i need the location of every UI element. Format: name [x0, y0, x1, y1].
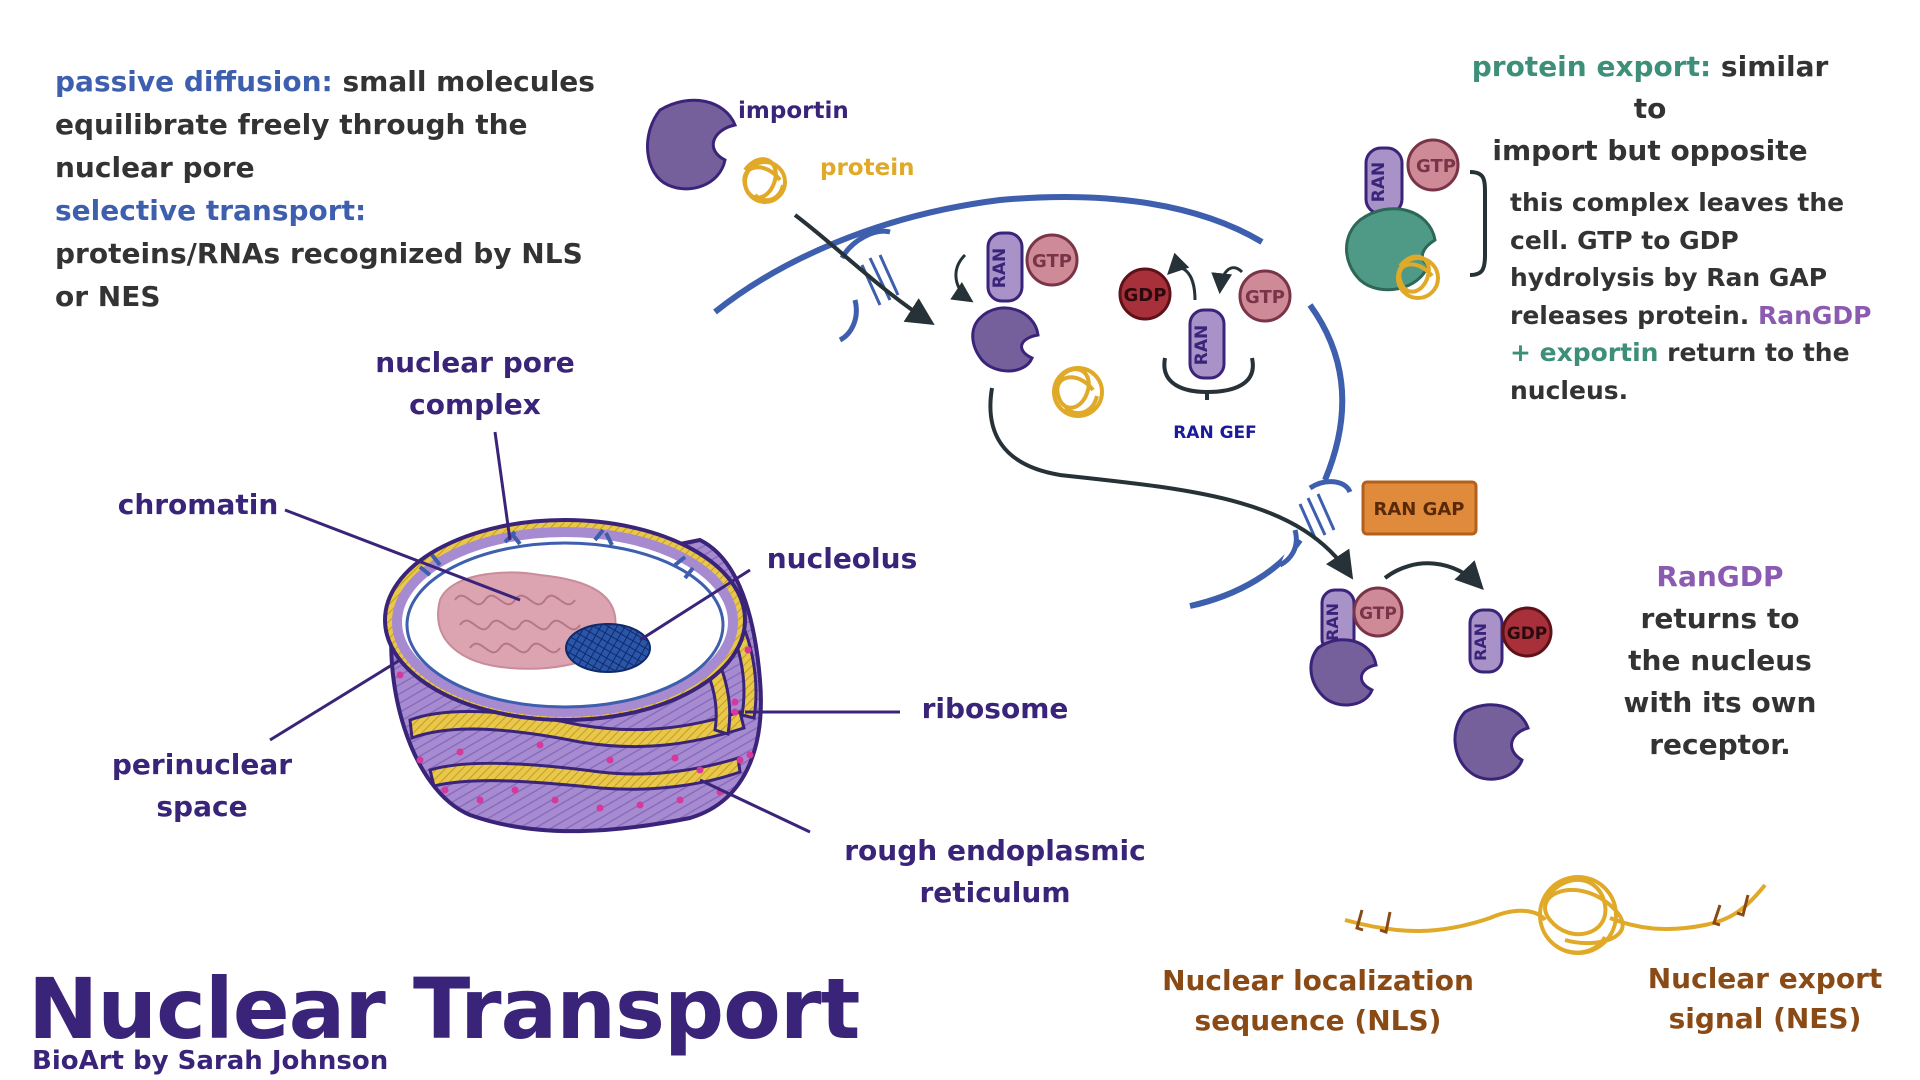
complex-line-1: this complex leaves the — [1510, 188, 1845, 217]
gtp-label-3: GTP — [1359, 604, 1397, 624]
nucleolus-body — [565, 623, 651, 673]
intro-text: passive diffusion: small molecules equil… — [55, 60, 595, 318]
chromatin-squiggles — [454, 594, 581, 654]
rangdp-line-1: RanGDP — [1656, 560, 1784, 593]
nuclear-pore-2 — [1278, 479, 1353, 568]
gdp-label-1: GDP — [1124, 285, 1167, 306]
hydrolysis-arrow — [1383, 560, 1484, 591]
rangdp-line-2: returns to — [1640, 602, 1800, 635]
ran-label-3: RAN — [1323, 603, 1342, 641]
rangdp-note: RanGDP returns to the nucleus with its o… — [1600, 556, 1840, 766]
credit-line: BioArt by Sarah Johnson — [32, 1046, 389, 1076]
label-ran-gap: RAN GAP — [1373, 499, 1464, 520]
nuclear-pores — [418, 528, 695, 580]
rangdp-line-3: the nucleus — [1628, 644, 1812, 677]
selective-text-2: or NES — [55, 280, 161, 313]
gdp-label-2: GDP — [1507, 624, 1548, 644]
signal-brackets — [1355, 894, 1750, 934]
cell-labels: nuclear pore complex chromatin nucleolus… — [112, 346, 1146, 909]
complex-note: this complex leaves the cell. GTP to GDP… — [1510, 184, 1872, 409]
complex-line-4a: releases protein. — [1510, 300, 1758, 330]
label-rough-er-2: reticulum — [919, 876, 1070, 909]
ran-gdp-free: RAN GDP — [1468, 606, 1553, 674]
ran-label-2: RAN — [1192, 325, 1212, 365]
import-arrow — [793, 213, 935, 326]
label-nucleolus: nucleolus — [767, 542, 918, 575]
nuclear-pore-1 — [838, 228, 900, 343]
ran-gap-box — [1361, 480, 1478, 536]
gdp-out-arrow — [1167, 252, 1197, 301]
signal-labels: Nuclear localization sequence (NLS) Nucl… — [1162, 962, 1882, 1037]
gtp-in-arrow — [1211, 266, 1244, 295]
selective-transport-label: selective transport: — [55, 194, 367, 227]
selective-text-1: proteins/RNAs recognized by NLS — [55, 237, 583, 270]
label-rough-er-1: rough endoplasmic — [844, 834, 1145, 867]
ran-label-5: RAN — [1369, 162, 1389, 202]
label-nuclear-pore-2: complex — [409, 388, 541, 421]
export-text-1: similar to — [1633, 50, 1829, 125]
importin-shape — [646, 98, 738, 191]
gtp-label-1: GTP — [1032, 251, 1072, 272]
nucleus-illustration — [383, 518, 763, 834]
export-arrow — [988, 387, 1354, 580]
complex-line-5a: + exportin — [1510, 338, 1659, 367]
ran-label-1: RAN — [990, 248, 1010, 288]
passive-text-2: equilibrate freely through the — [55, 108, 528, 141]
curl-arrow-1 — [950, 253, 974, 303]
passive-text-3: nuclear pore — [55, 151, 255, 184]
label-importin: importin — [738, 98, 849, 124]
complex-line-6: nucleus. — [1510, 375, 1629, 405]
ran-gef-exchange: GDP GTP RAN RAN GEF — [1118, 267, 1292, 443]
label-perinuclear-2: space — [156, 790, 247, 823]
label-chromatin: chromatin — [118, 488, 279, 521]
protein-signal-strand — [1344, 875, 1767, 955]
complex-line-3: hydrolysis by Ran GAP — [1510, 263, 1828, 292]
ran-label-4: RAN — [1471, 623, 1490, 661]
label-protein: protein — [820, 155, 914, 181]
export-note: protein export: similar to import but op… — [1460, 46, 1840, 172]
export-complex: RAN GTP — [1345, 138, 1487, 300]
label-nes-1: Nuclear export — [1648, 962, 1883, 995]
er-folds — [408, 602, 758, 791]
protein-tangle-1 — [742, 157, 787, 204]
complex-line-2: cell. GTP to GDP — [1510, 225, 1739, 255]
protein-export-label: protein export: — [1471, 50, 1712, 83]
page-title: Nuclear Transport — [28, 960, 860, 1058]
ran-gtp-importin-exit: RAN GTP — [1309, 586, 1404, 707]
label-nes-2: signal (NES) — [1669, 1002, 1862, 1035]
passive-diffusion-label: passive diffusion: — [55, 65, 333, 98]
rangdp-line-5: receptor. — [1649, 728, 1791, 761]
ribosome-dots — [396, 646, 754, 812]
ran-gtp-importin-complex: RAN GTP — [971, 231, 1079, 373]
nuclear-membrane-curve — [713, 194, 1264, 315]
gtp-label-2: GTP — [1245, 287, 1285, 308]
label-ribosome: ribosome — [922, 692, 1069, 725]
rangdp-line-4: with its own — [1623, 686, 1817, 719]
complex-line-4b: RanGDP — [1757, 300, 1872, 330]
label-nls-2: sequence (NLS) — [1195, 1004, 1442, 1037]
importin-free — [1453, 703, 1530, 781]
gtp-label-4: GTP — [1416, 156, 1456, 177]
label-nuclear-pore-1: nuclear pore — [375, 346, 575, 379]
label-perinuclear-1: perinuclear — [112, 748, 292, 781]
passive-text-1: small molecules — [332, 65, 595, 98]
complex-line-5b: return to the — [1658, 338, 1850, 367]
label-nls-1: Nuclear localization — [1162, 964, 1474, 997]
protein-tangle-2 — [1052, 366, 1104, 418]
label-ran-gef: RAN GEF — [1173, 423, 1257, 443]
export-text-2: import but opposite — [1492, 134, 1808, 167]
cell-label-lines — [269, 431, 900, 834]
